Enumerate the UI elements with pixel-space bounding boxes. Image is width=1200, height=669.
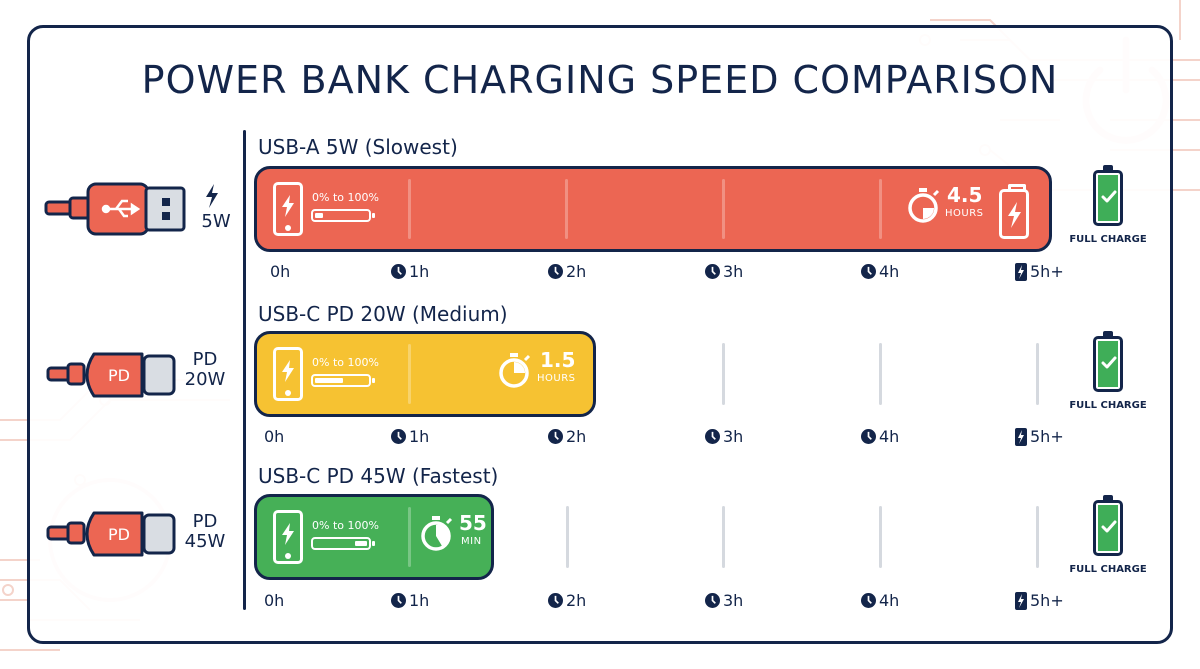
clock-icon bbox=[861, 264, 876, 279]
full-battery-icon bbox=[1093, 165, 1123, 226]
phone-icon bbox=[273, 510, 303, 564]
time-value: 1.5 bbox=[540, 348, 576, 372]
timeline-track: 0% to 100% 1.5 HOURS bbox=[254, 331, 1052, 417]
tick-2h: 2h bbox=[548, 591, 586, 610]
stopwatch-icon bbox=[499, 353, 531, 388]
clock-icon bbox=[548, 429, 563, 444]
gridline bbox=[566, 506, 569, 568]
tick-4h: 4h bbox=[861, 262, 899, 281]
time-unit: HOURS bbox=[945, 208, 984, 219]
chart-frame bbox=[27, 25, 1173, 644]
clock-icon bbox=[861, 593, 876, 608]
gridline bbox=[1036, 343, 1039, 405]
full-charge-indicator: FULL CHARGE bbox=[1068, 331, 1148, 411]
progress-text: 0% to 100% bbox=[312, 191, 379, 204]
tick-2h: 2h bbox=[548, 427, 586, 446]
bar-gridline bbox=[408, 507, 411, 567]
row-label: USB-C PD 45W (Fastest) bbox=[258, 464, 499, 488]
time-axis-ticks: 0h 1h 2h 3h 4h 5h+ bbox=[254, 591, 1074, 613]
row-label: USB-A 5W (Slowest) bbox=[258, 135, 458, 159]
time-unit: HOURS bbox=[537, 373, 576, 384]
tick-2h: 2h bbox=[548, 262, 586, 281]
clock-icon bbox=[391, 429, 406, 444]
lightning-box-icon bbox=[1015, 591, 1027, 610]
charging-battery-icon bbox=[999, 184, 1029, 239]
time-axis-ticks: 0h 1h 2h 3h 4h 5h+ bbox=[254, 427, 1074, 449]
battery-progress-icon bbox=[311, 209, 375, 222]
clock-icon bbox=[391, 264, 406, 279]
gridline bbox=[722, 343, 725, 405]
tick-1h: 1h bbox=[391, 591, 429, 610]
watt-label: PD 45W bbox=[184, 511, 226, 552]
tick-3h: 3h bbox=[705, 427, 743, 446]
bar-gridline bbox=[879, 179, 882, 239]
clock-icon bbox=[705, 593, 720, 608]
clock-icon bbox=[548, 264, 563, 279]
stopwatch-icon bbox=[421, 516, 453, 551]
tick-1h: 1h bbox=[391, 262, 429, 281]
progress-text: 0% to 100% bbox=[312, 519, 379, 532]
bar-gridline bbox=[408, 344, 411, 404]
clock-icon bbox=[861, 429, 876, 444]
phone-icon bbox=[273, 347, 303, 401]
watt-label: PD 20W bbox=[184, 349, 226, 390]
charge-bar-yellow[interactable]: 0% to 100% 1.5 HOURS bbox=[254, 331, 596, 417]
bar-gridline bbox=[722, 179, 725, 239]
svg-text:PD: PD bbox=[108, 366, 130, 385]
bar-gridline bbox=[408, 179, 411, 239]
gridline bbox=[879, 343, 882, 405]
time-unit: MIN bbox=[461, 536, 482, 547]
battery-progress-icon bbox=[311, 537, 375, 550]
clock-icon bbox=[705, 429, 720, 444]
gridline bbox=[1036, 506, 1039, 568]
lightning-box-icon bbox=[1015, 262, 1027, 281]
full-charge-label: FULL CHARGE bbox=[1069, 234, 1147, 245]
tick-5h-plus: 5h+ bbox=[1015, 427, 1064, 446]
watt-label: 5W bbox=[201, 211, 231, 232]
gridline bbox=[879, 506, 882, 568]
tick-5h-plus: 5h+ bbox=[1015, 591, 1064, 610]
tick-0h: 0h bbox=[264, 427, 285, 446]
time-axis-ticks: 0h 1h 2h 3h 4h 5h+ bbox=[254, 262, 1074, 284]
time-value: 4.5 bbox=[947, 183, 983, 207]
tick-4h: 4h bbox=[861, 591, 899, 610]
full-charge-label: FULL CHARGE bbox=[1069, 564, 1147, 575]
progress-text: 0% to 100% bbox=[312, 356, 379, 369]
lightning-box-icon bbox=[1015, 427, 1027, 446]
tick-0h: 0h bbox=[270, 262, 291, 281]
chart-title: POWER BANK CHARGING SPEED COMPARISON bbox=[141, 58, 1059, 102]
clock-icon bbox=[391, 593, 406, 608]
tick-5h-plus: 5h+ bbox=[1015, 262, 1064, 281]
svg-text:PD: PD bbox=[108, 525, 130, 544]
tick-3h: 3h bbox=[705, 591, 743, 610]
tick-4h: 4h bbox=[861, 427, 899, 446]
bar-gridline bbox=[565, 179, 568, 239]
usb-c-pd-cable-icon: PD bbox=[46, 511, 176, 557]
clock-icon bbox=[705, 264, 720, 279]
tick-0h: 0h bbox=[264, 591, 285, 610]
row-label: USB-C PD 20W (Medium) bbox=[258, 302, 508, 326]
full-battery-icon bbox=[1093, 495, 1123, 556]
gridline bbox=[722, 506, 725, 568]
usb-c-pd-cable-icon: PD bbox=[46, 352, 176, 398]
usb-a-cable-icon bbox=[44, 182, 186, 236]
full-charge-label: FULL CHARGE bbox=[1069, 400, 1147, 411]
charge-bar-red[interactable]: 0% to 100% 4.5 HOURS bbox=[254, 166, 1052, 252]
battery-progress-icon bbox=[311, 374, 375, 387]
full-battery-icon bbox=[1093, 331, 1123, 392]
lightning-icon bbox=[206, 184, 218, 208]
tick-3h: 3h bbox=[705, 262, 743, 281]
timeline-track: 0% to 100% 55 MIN bbox=[254, 494, 1052, 580]
vertical-axis-line bbox=[243, 130, 246, 610]
clock-icon bbox=[548, 593, 563, 608]
full-charge-indicator: FULL CHARGE bbox=[1068, 165, 1148, 245]
tick-1h: 1h bbox=[391, 427, 429, 446]
phone-icon bbox=[273, 182, 303, 236]
time-value: 55 bbox=[459, 511, 487, 535]
stopwatch-icon bbox=[908, 188, 940, 223]
charge-bar-green[interactable]: 0% to 100% 55 MIN bbox=[254, 494, 494, 580]
full-charge-indicator: FULL CHARGE bbox=[1068, 495, 1148, 575]
timeline-track: 0% to 100% 4.5 HOURS bbox=[254, 166, 1052, 252]
